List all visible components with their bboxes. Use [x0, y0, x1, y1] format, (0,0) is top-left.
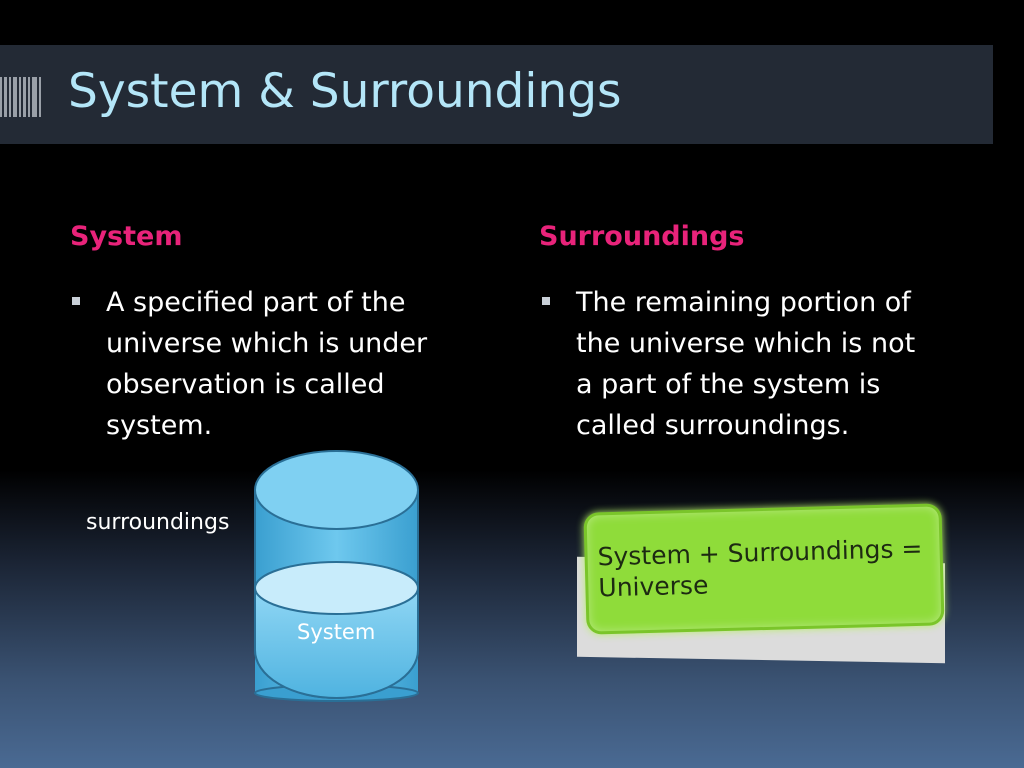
system-heading: System — [70, 221, 183, 252]
system-definition-line: universe which is under — [106, 328, 428, 359]
system-label: System — [297, 620, 376, 644]
system-definition-line: system. — [106, 410, 213, 441]
title-bar — [0, 45, 993, 144]
cylinder-shape — [254, 450, 419, 702]
system-definition-line: observation is called — [106, 369, 385, 400]
bullet-marker — [72, 297, 80, 305]
surroundings-definition-text: The remaining portion of the universe wh… — [576, 282, 915, 446]
surroundings-definition-line: called surroundings. — [576, 410, 850, 441]
system-cylinder-diagram — [254, 450, 419, 702]
surroundings-definition-line: The remaining portion of — [576, 287, 911, 318]
system-definition-text: A specified part of the universe which i… — [106, 282, 427, 446]
equation-text: System + Surroundings = Universe — [597, 533, 934, 604]
title-decoration — [0, 77, 42, 117]
surroundings-definition-line: a part of the system is — [576, 369, 881, 400]
slide-title: System & Surroundings — [68, 64, 622, 119]
surroundings-definition: The remaining portion of the universe wh… — [542, 282, 982, 452]
surroundings-heading: Surroundings — [539, 221, 745, 252]
equation-box: System + Surroundings = Universe — [586, 506, 942, 632]
system-definition-line: A specified part of the — [106, 287, 406, 318]
surroundings-definition-line: the universe which is not — [576, 328, 916, 359]
surroundings-label: surroundings — [86, 510, 230, 535]
system-definition: A specified part of the universe which i… — [72, 282, 492, 452]
bullet-marker — [542, 297, 550, 305]
